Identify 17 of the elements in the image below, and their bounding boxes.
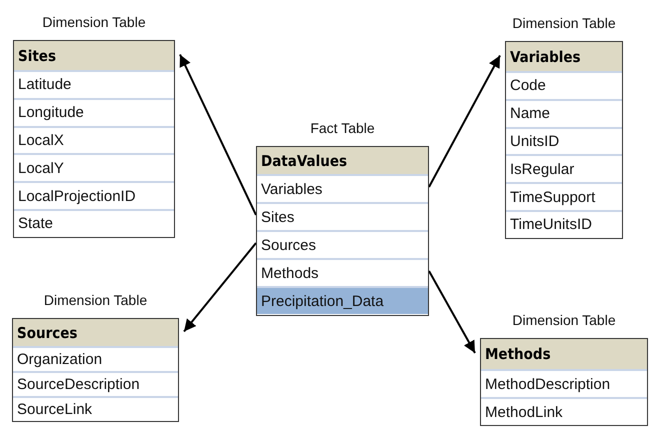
table-header: Methods (481, 339, 647, 369)
highlighted-field-row: Precipitation_Data (257, 286, 428, 314)
arrow (179, 54, 257, 216)
table-header: DataValues (257, 147, 428, 174)
field-row: LocalX (14, 126, 174, 154)
arrow (183, 242, 257, 332)
table-caption: Dimension Table (512, 15, 616, 31)
table-header: Sites (14, 41, 174, 70)
arrow (428, 55, 501, 188)
table-caption: Dimension Table (44, 292, 148, 308)
table-header: Sources (13, 319, 178, 346)
table-caption: Fact Table (310, 120, 375, 136)
table-caption: Dimension Table (42, 14, 146, 30)
arrow (428, 270, 476, 354)
table-header: Variables (506, 42, 622, 71)
field-row: UnitsID (506, 126, 622, 154)
table-caption: Dimension Table (512, 312, 616, 328)
